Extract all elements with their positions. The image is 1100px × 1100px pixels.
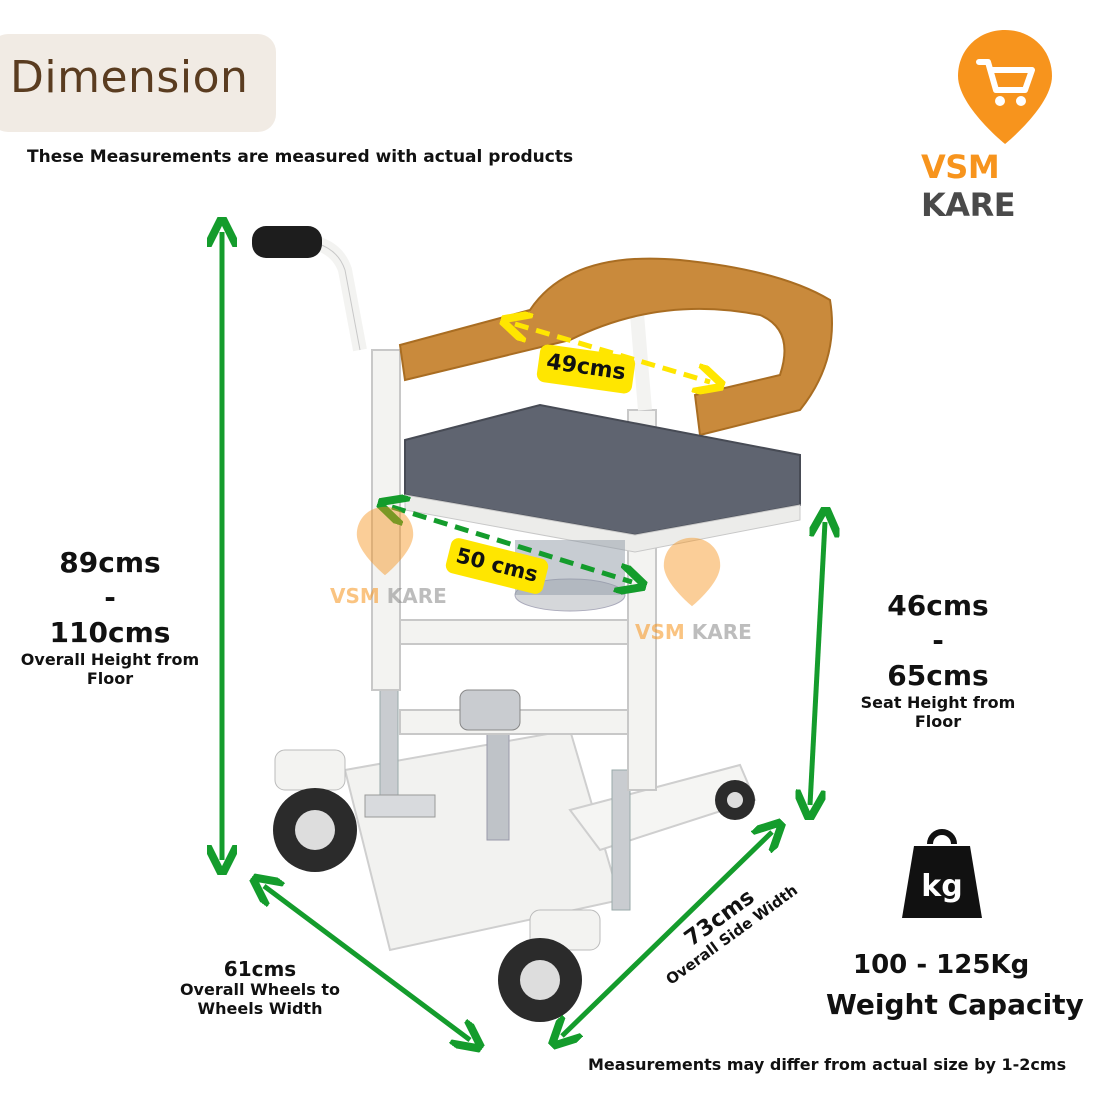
wheels-width-value: 61cms — [223, 957, 297, 981]
footnote: Measurements may differ from actual size… — [588, 1055, 1067, 1074]
watermark-text-2: VSM KARE — [635, 620, 752, 644]
overall-height-sep: - — [104, 581, 116, 614]
seat-height-arrow — [810, 522, 825, 805]
brand-name-part1: VSM — [921, 148, 1000, 186]
watermark-logo-icon — [356, 506, 414, 576]
wheels-width-arrow — [264, 886, 470, 1040]
seat-height-block: 46cms - 65cms Seat Height from Floor — [838, 588, 1038, 731]
seat-height-sep: - — [932, 624, 944, 657]
cart-pin-icon — [958, 30, 1052, 144]
watermark-text-1: VSM KARE — [330, 584, 447, 608]
page-title: Dimension — [10, 52, 249, 103]
overall-height-label: Overall Height from Floor — [20, 650, 200, 688]
watermark-part1: VSM — [635, 620, 685, 644]
wheels-width-label: Overall Wheels to Wheels Width — [179, 980, 341, 1018]
title-pill — [0, 34, 276, 132]
brand-name: VSM KARE — [921, 148, 1100, 224]
wheels-width-block: 61cms Overall Wheels to Wheels Width — [170, 958, 350, 1018]
brand-name-part2: KARE — [921, 186, 1016, 224]
watermark-part1: VSM — [330, 584, 380, 608]
overall-height-max: 110cms — [49, 616, 171, 649]
watermark-logo-icon — [663, 537, 721, 607]
seat-height-label: Seat Height from Floor — [860, 693, 1016, 731]
seat-width-arrow — [392, 507, 632, 582]
side-width-arrow — [562, 832, 772, 1036]
kg-icon-text: kg — [921, 869, 962, 904]
seat-height-min: 46cms — [887, 589, 989, 622]
kg-weight-icon: kg — [902, 829, 982, 918]
overall-height-block: 89cms - 110cms Overall Height from Floor — [20, 545, 200, 688]
watermark-part2: KARE — [691, 620, 752, 644]
weight-capacity-label: Weight Capacity — [826, 988, 1084, 1021]
seat-height-max: 65cms — [887, 659, 989, 692]
page-subtitle: These Measurements are measured with act… — [27, 147, 574, 167]
watermark-part2: KARE — [386, 584, 447, 608]
overall-height-min: 89cms — [59, 546, 161, 579]
weight-range: 100 - 125Kg — [853, 950, 1030, 980]
